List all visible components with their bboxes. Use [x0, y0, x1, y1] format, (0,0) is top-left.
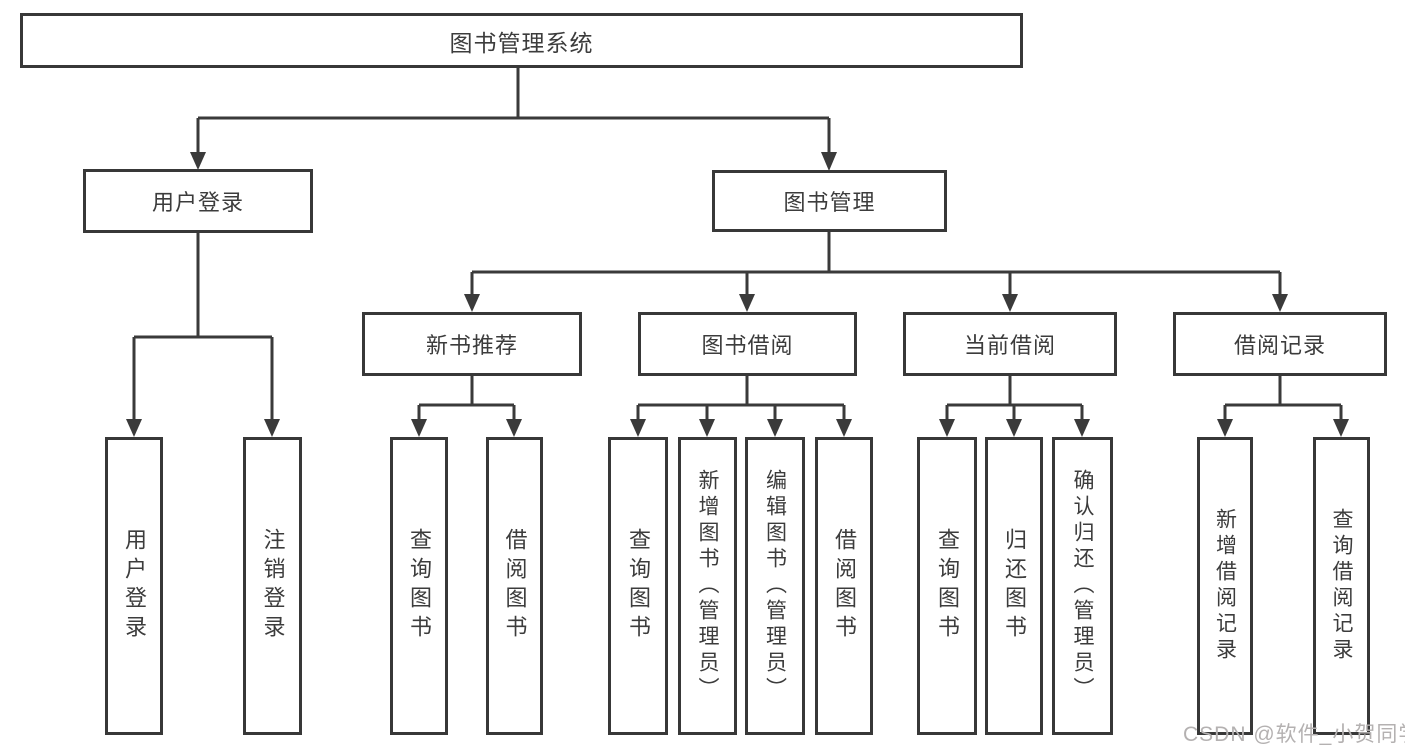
connector-book-mgmt-to-level3: [464, 232, 1288, 312]
node-book-borrow: 图书借阅: [638, 312, 857, 376]
node-user-login: 用户登录: [83, 169, 313, 233]
leaf-query-borrow-record: 查询借阅记录: [1313, 437, 1370, 735]
connector-root-to-level2: [190, 68, 837, 171]
leaf-confirm-return-admin: 确认归还（管理员）: [1052, 437, 1113, 735]
node-book-management: 图书管理: [712, 170, 947, 232]
node-new-book-recommend: 新书推荐: [362, 312, 582, 376]
leaf-query-books-recommend: 查询图书: [390, 437, 448, 735]
leaf-query-books-current: 查询图书: [917, 437, 977, 735]
connector-book-borrow-children: [630, 376, 852, 437]
leaf-return-books: 归还图书: [985, 437, 1043, 735]
leaf-logout: 注销登录: [243, 437, 302, 735]
connector-borrow-records-children: [1217, 376, 1349, 437]
node-current-borrow: 当前借阅: [903, 312, 1117, 376]
leaf-add-books-admin: 新增图书（管理员）: [678, 437, 737, 735]
connector-user-login-children: [126, 233, 280, 437]
leaf-borrow-books: 借阅图书: [815, 437, 873, 735]
watermark-text: CSDN @软件_小贺同学: [1183, 723, 1405, 746]
leaf-borrow-books-recommend: 借阅图书: [486, 437, 543, 735]
leaf-query-books-borrow: 查询图书: [608, 437, 668, 735]
connector-new-book-children: [411, 376, 522, 437]
connector-current-borrow-children: [939, 376, 1090, 437]
leaf-edit-books-admin: 编辑图书（管理员）: [745, 437, 805, 735]
node-borrow-records: 借阅记录: [1173, 312, 1387, 376]
node-library-management-system: 图书管理系统: [20, 13, 1023, 68]
leaf-user-login: 用户登录: [105, 437, 163, 735]
leaf-add-borrow-record: 新增借阅记录: [1197, 437, 1253, 735]
